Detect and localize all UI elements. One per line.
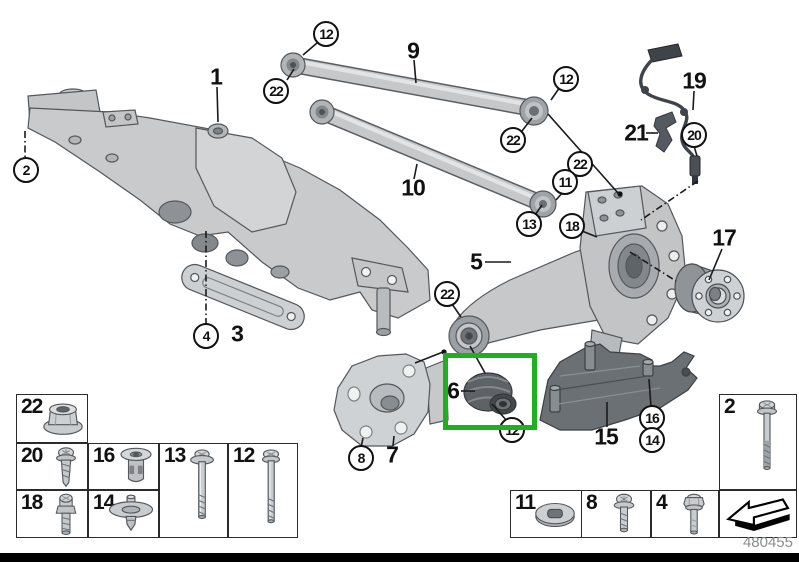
expanding-rivet-icon [105,493,157,541]
part-label-10[interactable]: 10 [401,174,426,201]
washer-icon [531,498,579,536]
callout-2[interactable]: 2 [13,157,39,183]
page-arrow-icon [722,491,796,542]
fastener-cell-18[interactable]: 18 [16,490,88,538]
part-rear-axle-carrier [27,88,431,337]
expansion-nut-icon [117,445,155,495]
fastener-cell-8[interactable]: 8 [581,490,651,538]
fastener-cell-2[interactable]: 2 [719,394,797,490]
callout-12-b[interactable]: 12 [553,66,579,92]
fastener-num-18: 18 [21,491,43,514]
part-wheel-hub [674,263,745,323]
extra-long-bolt-icon [750,397,784,493]
fastener-num-8: 8 [586,491,598,514]
part-label-17[interactable]: 17 [712,224,737,251]
part-upper-control-arm [280,52,549,126]
part-mount-bracket [333,353,449,447]
part-label-15[interactable]: 15 [594,423,619,450]
part-label-6[interactable]: 6 [447,377,460,404]
fastener-num-4: 4 [656,491,668,514]
collar-bolt-icon [51,492,81,543]
long-bolt-washer-icon [185,446,219,541]
hex-bolt-icon [680,492,708,543]
fastener-cell-22[interactable]: 22 [16,394,88,443]
fastener-cell-13[interactable]: 13 [159,443,228,538]
fastener-num-16: 16 [93,444,115,467]
fastener-num-22: 22 [21,395,43,418]
callout-22-a[interactable]: 22 [263,78,289,104]
part-lower-control-arm [309,99,557,218]
document-number: 480455 [742,534,793,551]
fastener-cell-page-arrow[interactable] [719,490,797,538]
fastener-num-13: 13 [164,444,186,467]
highlight-box [443,353,537,430]
long-bolt-icon [254,446,288,541]
part-label-1[interactable]: 1 [210,63,223,90]
part-label-19[interactable]: 19 [682,67,707,94]
fastener-cell-4[interactable]: 4 [651,490,719,538]
part-stone-guard-plate [181,263,305,331]
callout-13[interactable]: 13 [516,211,542,237]
part-label-3[interactable]: 3 [231,320,244,347]
tapping-screw-icon [51,445,81,495]
flange-nut-icon [40,398,86,443]
part-guard-bracket [539,340,698,431]
fastener-num-2: 2 [724,395,736,418]
part-label-21[interactable]: 21 [624,119,649,146]
callout-22-c[interactable]: 22 [567,151,593,177]
bottom-divider-bar [0,553,799,562]
callout-12-a[interactable]: 12 [313,21,339,47]
fastener-num-12: 12 [233,444,255,467]
part-label-5[interactable]: 5 [470,248,483,275]
fastener-num-20: 20 [21,444,43,467]
part-trailing-arm-knuckle [448,185,687,361]
callout-22-d[interactable]: 22 [434,281,460,307]
part-sensor-bracket [653,111,677,153]
fastener-cell-12[interactable]: 12 [228,443,298,538]
fastener-cell-16[interactable]: 16 [88,443,159,490]
callout-8[interactable]: 8 [348,445,374,471]
fastener-cell-11[interactable]: 11 [510,490,582,538]
callout-14[interactable]: 14 [639,427,665,453]
part-label-7[interactable]: 7 [386,441,399,468]
fastener-num-11: 11 [515,491,536,514]
callout-4[interactable]: 4 [193,323,219,349]
fastener-cell-14[interactable]: 14 [88,490,159,538]
screw-washer-icon [609,492,639,543]
callout-20[interactable]: 20 [681,122,707,148]
part-abs-sensor [639,43,701,184]
fastener-cell-20[interactable]: 20 [16,443,88,490]
leader-lines [24,42,723,449]
callout-22-b[interactable]: 22 [500,127,526,153]
part-label-9[interactable]: 9 [407,37,420,64]
callout-18[interactable]: 18 [559,213,585,239]
callout-16[interactable]: 16 [639,405,665,431]
callout-11[interactable]: 11 [552,169,578,195]
